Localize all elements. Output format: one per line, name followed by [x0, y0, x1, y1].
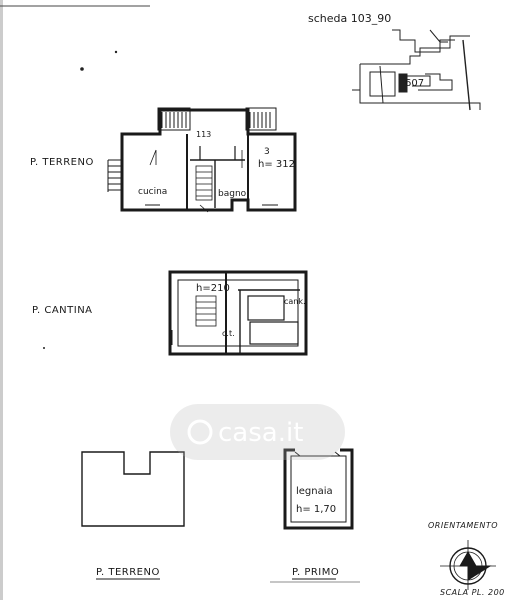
stray-mark: [43, 347, 45, 349]
outbuilding-first: [283, 448, 354, 530]
ct-label: c.t.: [222, 329, 235, 338]
watermark-text: casa.it: [218, 418, 303, 448]
outbuilding-ground: [81, 451, 185, 527]
outbuilding-first-caption: P. PRIMO: [292, 567, 340, 578]
kitchen-label: cucina: [138, 187, 167, 197]
cellar-height: h=210: [196, 283, 230, 294]
ground-floor-plan: [107, 107, 297, 213]
location-map: [352, 29, 481, 111]
scale-label: SCALA PL. 200: [440, 588, 505, 597]
woodshed-height: h= 1,70: [296, 504, 336, 515]
cellar-plan: [168, 270, 308, 356]
stray-mark: [114, 50, 118, 54]
parcel-number: 607: [405, 78, 424, 89]
outbuilding-ground-caption: P. TERRENO: [96, 567, 160, 578]
orientation-label: ORIENTAMENTO: [428, 521, 499, 530]
woodshed-label: legnaia: [296, 486, 333, 497]
stairs-number: 113: [196, 130, 211, 139]
room-height: h= 312: [258, 159, 295, 170]
tank-label: cank.: [284, 297, 306, 306]
stray-mark: [80, 67, 84, 71]
level-label-cellar: P. CANTINA: [32, 305, 93, 316]
sheet-ref-text: scheda 103_90: [308, 12, 391, 25]
bathroom-label: bagno: [218, 189, 247, 199]
compass-icon: [440, 540, 496, 590]
watermark-logo: casa.it: [170, 404, 345, 460]
left-border: [0, 0, 3, 600]
level-label-ground: P. TERRENO: [30, 157, 94, 168]
room-code: 3: [264, 147, 270, 157]
